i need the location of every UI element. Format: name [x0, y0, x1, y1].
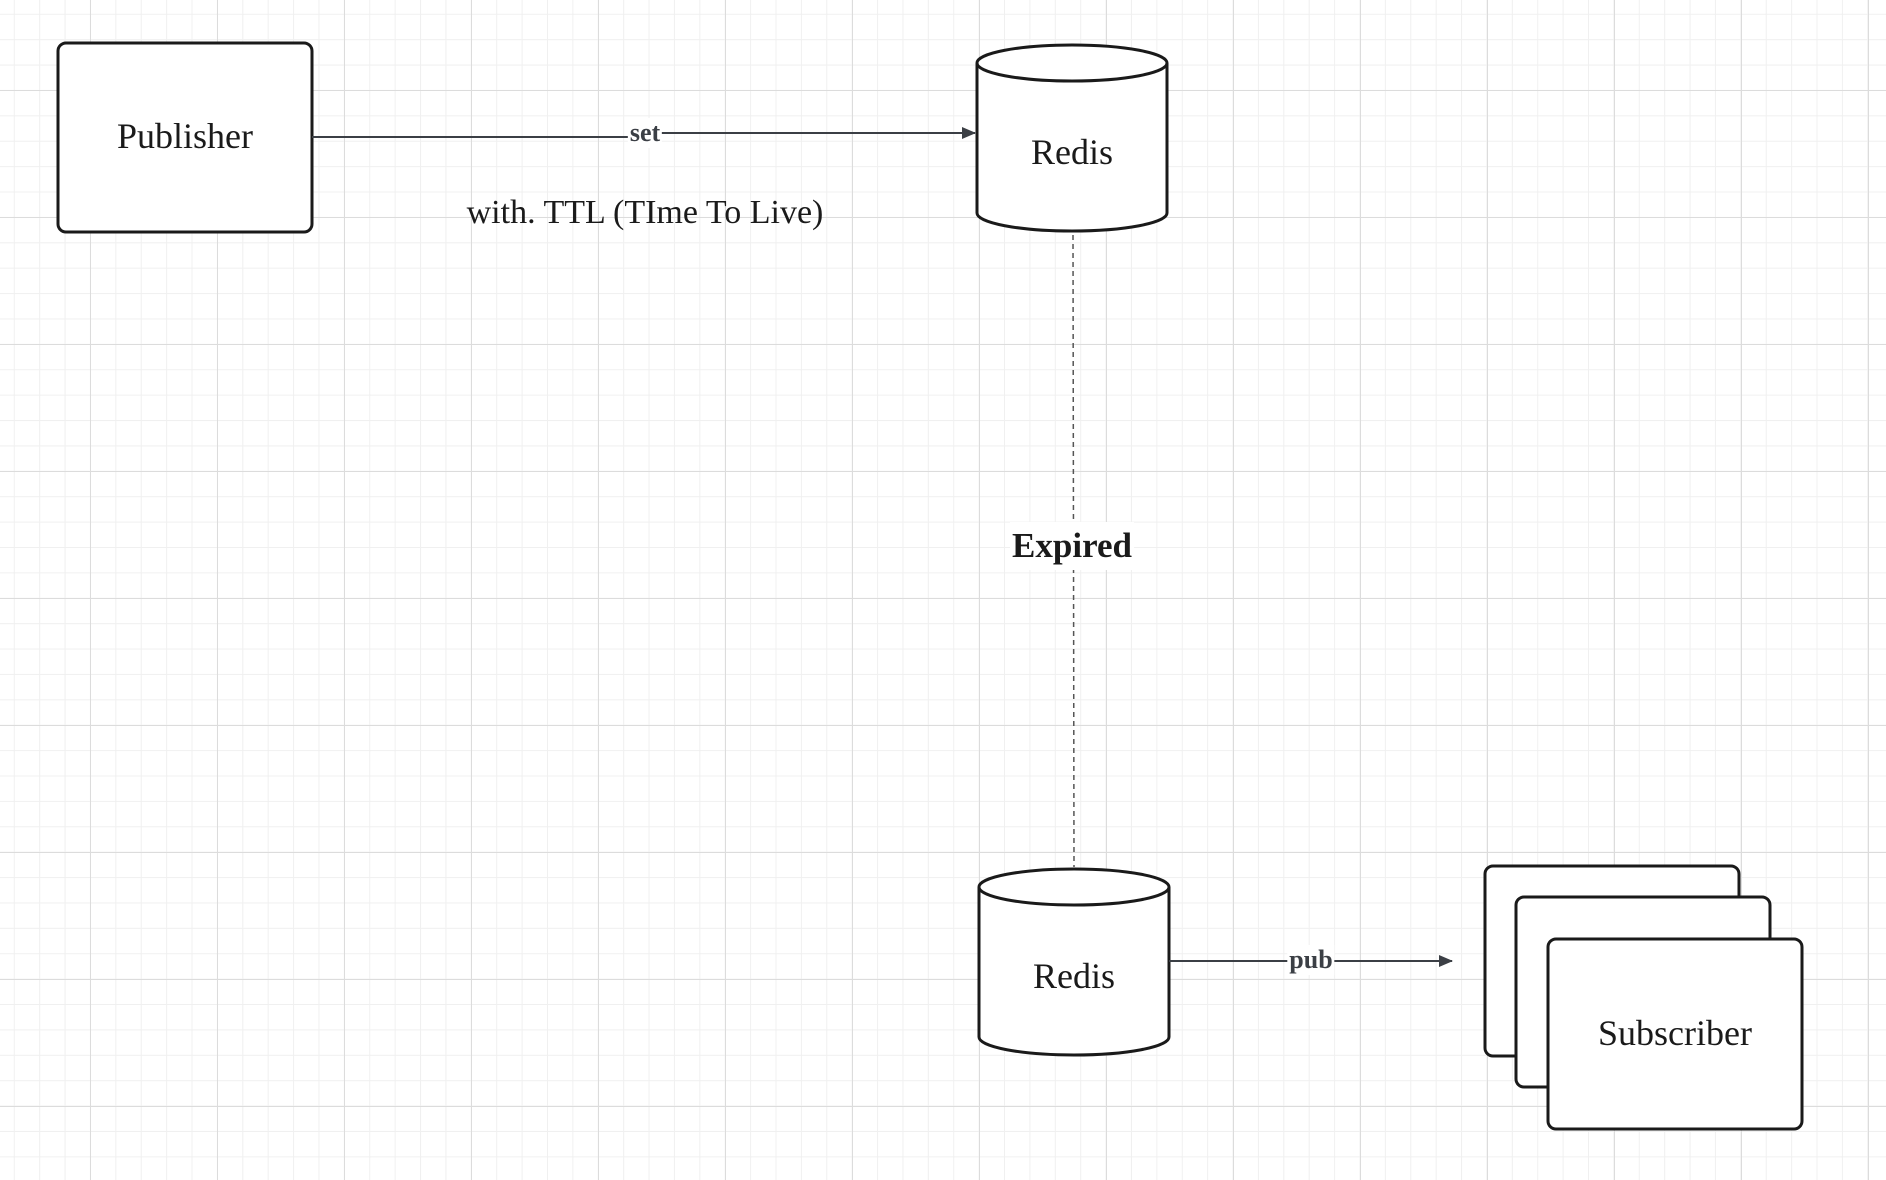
ttl-note: with. TTL (TIme To Live) — [466, 194, 824, 231]
redis-bottom-cylinder[interactable] — [977, 867, 1171, 1057]
redis-bottom-label: Redis — [1032, 956, 1116, 996]
set-edge-label: set — [627, 118, 663, 148]
subscriber-label: Subscriber — [1598, 1013, 1752, 1053]
expired-edge-label: Expired — [1010, 522, 1134, 570]
redis-top-cylinder[interactable] — [975, 43, 1169, 233]
pub-edge-label: pub — [1287, 945, 1335, 975]
redis-top-label: Redis — [1030, 132, 1114, 172]
publisher-label: Publisher — [116, 116, 254, 156]
subscriber-stack[interactable] — [1483, 864, 1804, 1131]
